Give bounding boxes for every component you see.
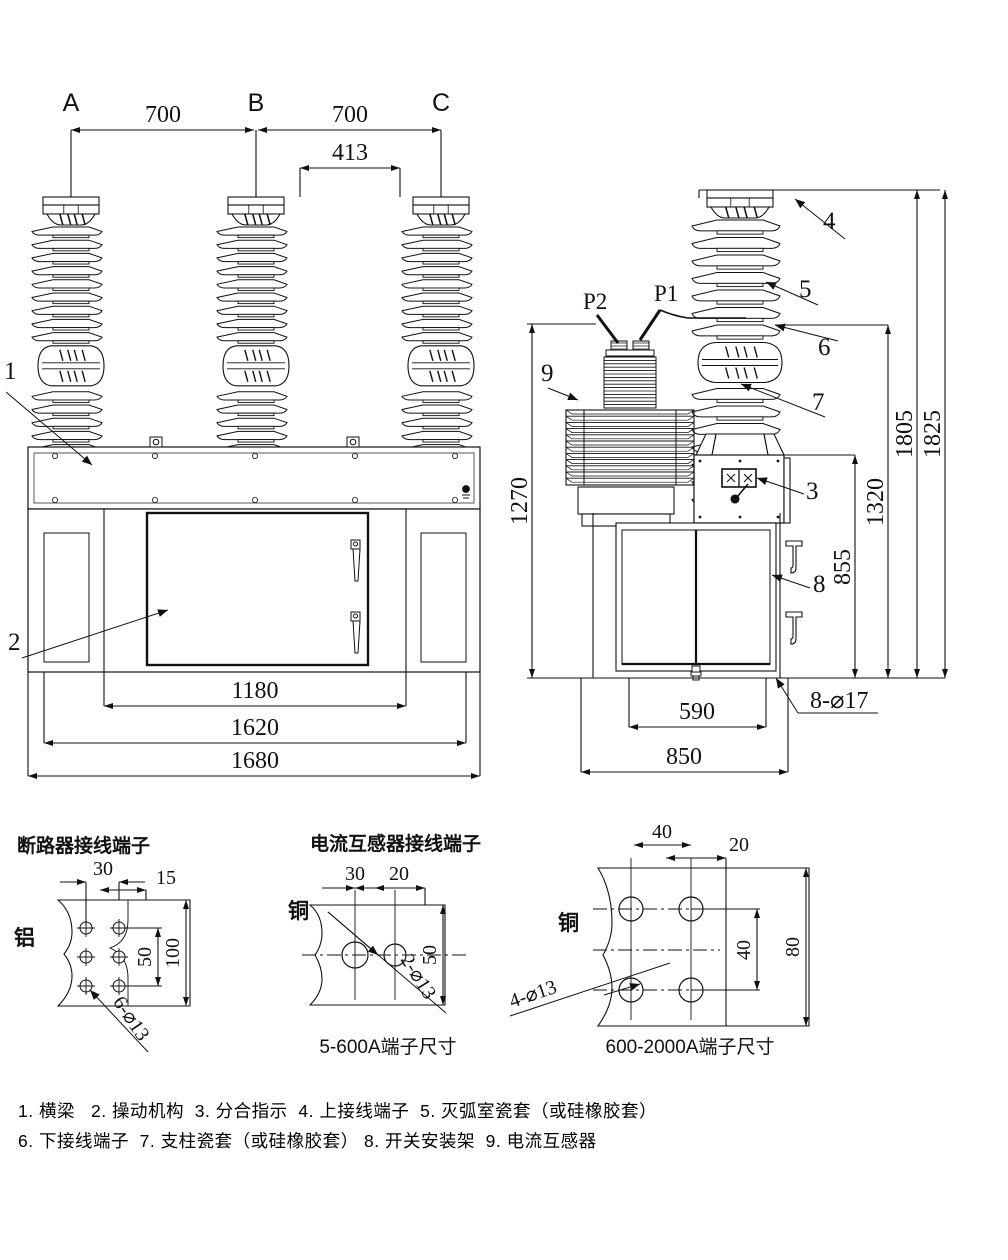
legend-line-1: 1. 横梁 2. 操动机构 3. 分合指示 4. 上接线端子 5. 灭弧室瓷套（…: [18, 1101, 658, 1121]
detail-3-material: 铜: [558, 911, 579, 935]
callout-5-label: 5: [799, 276, 812, 303]
dim-phase-spacing-bc: 700: [332, 102, 368, 128]
dim-mounting-holes: 8-⌀17: [810, 688, 868, 714]
detail-1-dim-30: 30: [93, 858, 113, 880]
detail-ct-terminal: 电流互感器接线端子 铜 30 20 50 2-⌀13 5-600A端子尺寸: [288, 832, 481, 1058]
detail-1-material: 铝: [14, 926, 35, 950]
dim-overall-depth: 850: [666, 744, 702, 770]
dim-frame-height: 855: [830, 549, 856, 585]
legend-line-2: 6. 下接线端子 7. 支柱瓷套（或硅橡胶套） 8. 开关安装架 9. 电流互感…: [18, 1131, 597, 1151]
detail-1-dim-15: 15: [156, 867, 176, 889]
dim-mounting-width: 1620: [231, 715, 279, 741]
detail-3-dim-40v: 40: [733, 940, 755, 960]
callout-4-label: 4: [823, 208, 836, 235]
legend-block: 1. 横梁 2. 操动机构 3. 分合指示 4. 上接线端子 5. 灭弧室瓷套（…: [18, 1096, 990, 1156]
callout-2-label: 2: [8, 629, 21, 656]
dim-mid-height: 1320: [863, 478, 889, 526]
dim-phase-spacing-ab: 700: [145, 102, 181, 128]
detail-2-dim-20: 20: [389, 863, 409, 885]
detail-3-dim-40h: 40: [652, 821, 672, 843]
dim-cabinet-width: 1180: [231, 678, 278, 704]
detail-2-dim-30: 30: [345, 863, 365, 885]
side-base-frame: [566, 454, 803, 681]
detail-1-dim-100: 100: [162, 938, 184, 968]
phase-label-c: C: [432, 89, 450, 117]
terminal-p2-label: P2: [583, 289, 607, 314]
detail-large-terminal: 铜 40 20 40 80 4-⌀13 600-2000A端子尺寸: [506, 821, 810, 1058]
detail-2-material: 铜: [288, 899, 309, 923]
callout-6-label: 6: [818, 334, 831, 361]
detail-3-dim-20: 20: [729, 834, 749, 856]
dim-lower-terminal-height: 1805: [892, 410, 918, 458]
detail-breaker-terminal: 断路器接线端子 铝 30 15 50: [14, 834, 191, 1053]
callout-7-label: 7: [812, 389, 825, 416]
front-cabinet: [27, 508, 481, 673]
detail-2-title: 电流互感器接线端子: [310, 832, 481, 855]
technical-drawing-svg: A B C 700 700 413: [4, 89, 948, 1058]
front-view-insulators: [31, 196, 475, 532]
phase-label-a: A: [63, 89, 80, 117]
dim-ct-height: 1270: [507, 477, 533, 525]
dim-inner-spacing: 413: [332, 140, 368, 166]
callout-8-label: 8: [813, 571, 826, 598]
detail-2-dim-50: 50: [419, 945, 441, 965]
detail-3-caption: 600-2000A端子尺寸: [606, 1036, 775, 1058]
phase-label-b: B: [248, 89, 265, 117]
dim-base-width: 590: [679, 699, 715, 725]
detail-3-holes: 4-⌀13: [506, 976, 559, 1013]
detail-1-title: 断路器接线端子: [17, 834, 150, 857]
dim-overall-width: 1680: [231, 748, 279, 774]
callout-3-label: 3: [806, 478, 819, 505]
callout-1-label: 1: [4, 358, 17, 385]
current-transformer: [565, 340, 695, 486]
terminal-p1-label: P1: [654, 281, 678, 306]
detail-2-caption: 5-600A端子尺寸: [319, 1036, 456, 1058]
dim-overall-height: 1825: [920, 410, 946, 458]
callout-9-label: 9: [541, 360, 554, 387]
front-crossbeam: [27, 436, 481, 510]
detail-3-dim-80: 80: [782, 937, 804, 957]
detail-1-dim-50: 50: [134, 947, 156, 967]
